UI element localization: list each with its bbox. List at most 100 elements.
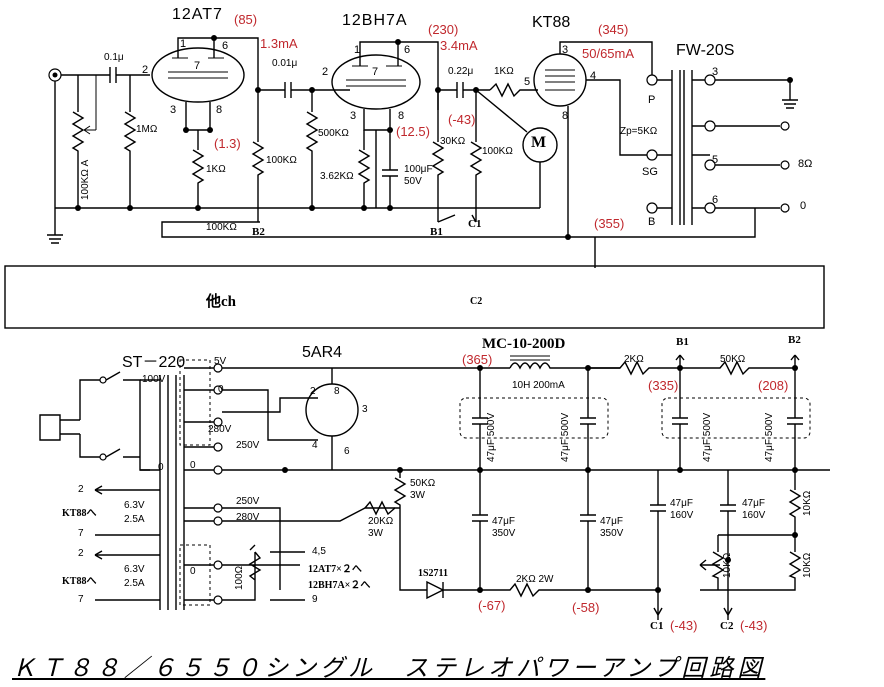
r-50k: 50KΩ — [410, 478, 436, 489]
cap-47u-d: 47μF 160V — [742, 498, 766, 521]
r-2k: 2KΩ — [624, 354, 644, 365]
pin-label: 7 — [194, 60, 201, 72]
cap-block-1-b: 47μF 500V — [560, 412, 571, 462]
term-sg: SG — [642, 166, 658, 178]
pin-label: 8 — [398, 110, 405, 122]
cap-47u-c: 47μF 160V — [670, 498, 694, 521]
v-12at7-cathode: (1.3) — [214, 136, 241, 151]
pin-label: 8 — [562, 110, 569, 122]
term-8ohm: 8Ω — [798, 158, 813, 170]
r-10k-c: 10KΩ — [722, 552, 733, 578]
cap-block-1-a: 47μF 500V — [486, 412, 497, 462]
tube-label-5ar4: 5AR4 — [302, 344, 343, 361]
ps-label: 0 — [158, 462, 164, 473]
heater-tubes-1: 12AT7×２へ — [308, 564, 362, 575]
ps-label: 250V — [236, 496, 260, 507]
heater-a-2: 2.5A — [124, 578, 145, 589]
pin-label: 5 — [524, 76, 531, 88]
cap-block-2-a: 47μF 500V — [702, 412, 713, 462]
ps-label: 0 — [190, 566, 196, 577]
tube-kt88 — [533, 53, 587, 107]
heater-pin: 2 — [78, 548, 84, 559]
other-channel-box — [4, 265, 825, 329]
r-100k-c: 100KΩ — [206, 222, 237, 233]
r-20k-w: 3W — [368, 528, 383, 539]
rect-pin: 3 — [362, 404, 368, 415]
cap-block-2-b: 47μF 500V — [764, 412, 775, 462]
term-b: B — [648, 216, 656, 228]
r-30k: 30KΩ — [440, 136, 466, 147]
ac-plug-icon — [39, 414, 61, 441]
ps-label: 0 — [218, 384, 224, 395]
cap-47u-b: 47μF 350V — [600, 516, 624, 539]
pin-label: 8 — [216, 104, 223, 116]
choke-10h: 10H 200mA — [512, 380, 565, 391]
r-50k-w: 3W — [410, 490, 425, 501]
pin-label: 3 — [170, 104, 177, 116]
rect-pin: 4 — [312, 440, 318, 451]
r-100k-pot: 100KΩ A — [80, 159, 91, 200]
pin-label: 3 — [562, 44, 569, 56]
cap-47u-a: 47μF 350V — [492, 516, 516, 539]
r-100k-b: 100KΩ — [482, 146, 513, 157]
heater-pin: 7 — [78, 528, 84, 539]
heater-kt88-1: KT88へ — [62, 508, 97, 519]
transformer-label-fw20s: FW-20S — [676, 42, 735, 59]
node-c1-ps: C1 — [650, 620, 664, 632]
node-b2-amp: B2 — [252, 226, 265, 238]
choke-label: MC-10-200D — [482, 336, 566, 352]
heater-v-2: 6.3V — [124, 564, 145, 575]
v-kt88-plate: (345) — [598, 22, 629, 37]
pin-label: 3 — [350, 110, 357, 122]
v-m67: (-67) — [478, 598, 506, 613]
tube-label-12bh7a: 12BH7A — [342, 12, 408, 29]
rect-pin: 6 — [344, 446, 350, 457]
c-01u-1: 0.1μ — [104, 52, 124, 63]
term-3: 3 — [712, 66, 719, 78]
tube-12bh7a — [331, 54, 421, 110]
pin-label: 6 — [404, 44, 411, 56]
ps-label: 280V — [236, 512, 260, 523]
node-b2-ps: B2 — [788, 334, 801, 346]
r-500k: 500KΩ — [318, 128, 349, 139]
r-100ohm: 100Ω — [234, 565, 245, 590]
v-kt88-current: 50/65mA — [582, 46, 635, 61]
v-c1-m43: (-43) — [670, 618, 698, 633]
v-12at7-plate: (85) — [234, 12, 258, 27]
r-2k-2w: 2KΩ 2W — [516, 574, 554, 585]
v-m58: (-58) — [572, 600, 600, 615]
tube-label-12at7: 12AT7 — [172, 6, 223, 23]
node-c1-amp: C1 — [468, 218, 482, 230]
rect-pin: 2 — [310, 386, 316, 397]
meter-m: M — [531, 134, 547, 151]
term-6: 6 — [712, 194, 719, 206]
r-1k: 1KΩ — [206, 164, 226, 175]
diode-label: 1S2711 — [418, 568, 449, 579]
r-10k-a: 10KΩ — [802, 490, 813, 516]
heater-pin: 7 — [78, 594, 84, 605]
term-5: 5 — [712, 154, 719, 166]
ground-symbol — [47, 81, 63, 244]
v-c2-m43: (-43) — [740, 618, 768, 633]
v-335: (335) — [648, 378, 679, 393]
c-022u: 0.22μ — [448, 66, 474, 77]
c-001u: 0.01μ — [272, 58, 298, 69]
heater-v-1: 6.3V — [124, 500, 145, 511]
tube-label-kt88: KT88 — [532, 14, 571, 31]
pin-label: 4 — [590, 70, 597, 82]
pin-label: 6 — [222, 40, 229, 52]
node-c2-ps: C2 — [720, 620, 734, 632]
cap-block-1 — [459, 397, 609, 439]
r-362k: 3.62KΩ — [320, 171, 354, 182]
rect-pin: 8 — [334, 386, 340, 397]
ps-label: 280V — [208, 424, 232, 435]
heater-a-1: 2.5A — [124, 514, 145, 525]
heater-9: 9 — [312, 594, 318, 605]
r-1m: 1MΩ — [136, 124, 158, 135]
v-12at7-current: 1.3mA — [260, 36, 298, 51]
zp-label: Zp=5KΩ — [620, 126, 658, 137]
node-b1-amp: B1 — [430, 226, 443, 238]
r-20k: 20KΩ — [368, 516, 394, 527]
v-12bh7a-plate: (230) — [428, 22, 459, 37]
